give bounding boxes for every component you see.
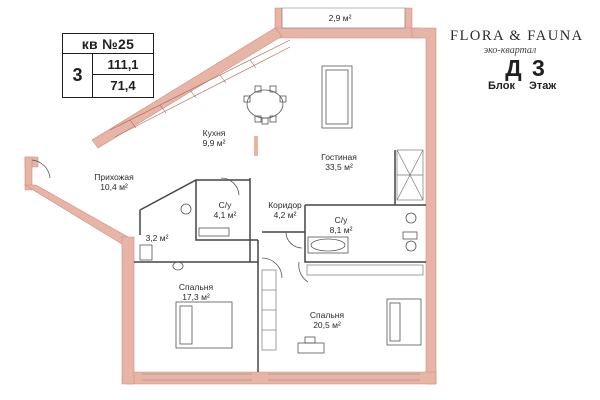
bath1-label: С/у 4,1 м² bbox=[214, 200, 237, 220]
block-floor-code: Д 3 bbox=[486, 55, 566, 82]
apartment-number: кв №25 bbox=[63, 34, 153, 54]
kitchen-tiles bbox=[109, 39, 291, 138]
windows bbox=[142, 373, 420, 381]
hall-name: Прихожая bbox=[94, 172, 134, 182]
block-value: Д bbox=[505, 55, 524, 81]
bedroom2-label: Спальня 20,5 м² bbox=[310, 310, 344, 330]
bedroom2-name: Спальня bbox=[309, 310, 345, 320]
corridor-area: 4,2 м² bbox=[273, 210, 297, 220]
bath1-name: С/у bbox=[218, 200, 232, 210]
interior-walls bbox=[134, 150, 426, 372]
block-label: Блок bbox=[488, 80, 515, 92]
kitchen-label: Кухня 9,9 м² bbox=[203, 128, 226, 148]
brand-subtitle: эко-квартал bbox=[483, 45, 537, 56]
living-area: 71,4 bbox=[110, 78, 136, 93]
kitchen-counter bbox=[254, 136, 258, 156]
living-area: 33,5 м² bbox=[325, 162, 353, 172]
floor-label: Этаж bbox=[529, 80, 557, 92]
sofa bbox=[321, 65, 353, 129]
hall-area: 10,4 м² bbox=[100, 182, 128, 192]
bedroom2-area: 20,5 м² bbox=[313, 320, 341, 330]
bath2-label: С/у 8,1 м² bbox=[330, 215, 353, 235]
bathroom-fixtures bbox=[139, 203, 418, 271]
closet-area: 3,2 м² bbox=[145, 233, 169, 243]
hall-label: Прихожая 10,4 м² bbox=[94, 172, 133, 192]
balcony-area: 2,9 м² bbox=[328, 13, 352, 23]
bath1-area: 4,1 м² bbox=[213, 210, 237, 220]
bedroom1-label: Спальня 17,3 м² bbox=[179, 282, 213, 302]
bath2-area: 8,1 м² bbox=[329, 225, 353, 235]
rooms-count: 3 bbox=[63, 54, 93, 97]
bedroom1-area: 17,3 м² bbox=[182, 292, 210, 302]
living-name: Гостиная bbox=[321, 152, 357, 162]
living-label: Гостиная 33,5 м² bbox=[321, 152, 357, 172]
corridor-name: Коридор bbox=[268, 200, 302, 210]
balcony bbox=[281, 7, 406, 29]
exterior-walls bbox=[23, 7, 437, 385]
apartment-info-box: кв №25 3 111,1 71,4 bbox=[62, 33, 154, 98]
bedroom1-name: Спальня bbox=[178, 282, 214, 292]
doors bbox=[31, 159, 309, 283]
beds bbox=[175, 298, 422, 349]
brand-name: FLORA & FAUNA bbox=[450, 28, 584, 44]
desk bbox=[297, 336, 325, 354]
corridor-label: Коридор 4,2 м² bbox=[268, 200, 302, 220]
kitchen-area: 9,9 м² bbox=[202, 138, 226, 148]
floor-value: 3 bbox=[531, 55, 547, 81]
total-area: 111,1 bbox=[93, 54, 153, 75]
dining-table bbox=[243, 85, 287, 125]
shelving-units bbox=[261, 149, 424, 351]
kitchen-name: Кухня bbox=[202, 128, 226, 138]
bath2-name: С/у bbox=[334, 215, 348, 225]
